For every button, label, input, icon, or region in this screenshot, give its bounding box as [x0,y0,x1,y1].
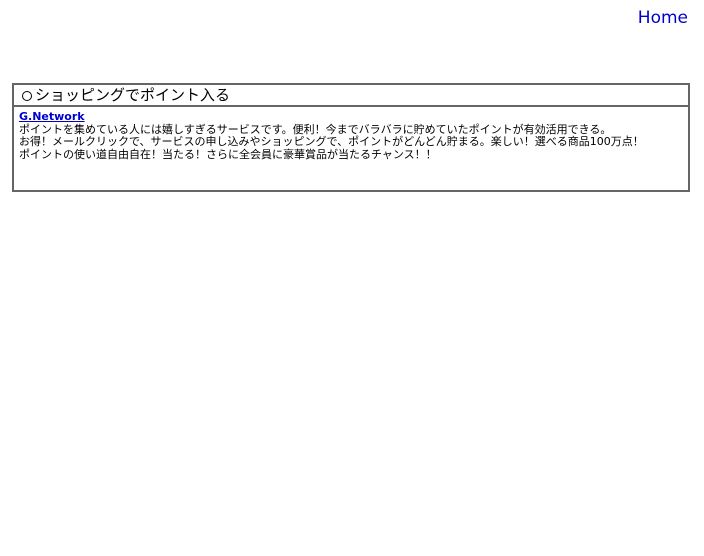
section-title: ショッピングでポイント入る [35,86,231,104]
network-name-link[interactable]: G.Network [19,110,85,123]
circle-bullet-icon [22,91,32,101]
home-link[interactable]: Home [637,8,688,28]
shopping-points-section: ショッピングでポイント入る G.Network ポイントを集めている人には嬉しす… [12,83,690,192]
section-header: ショッピングでポイント入る [14,85,688,107]
description-line-2: お得！メールクリックで、サービスの申し込みやショッピングで、ポイントがどんどん貯… [19,135,644,148]
description-line-3: ポイントの使い道自由自在！当たる！さらに全会員に豪華賞品が当たるチャンス！！ [19,147,437,161]
section-body: G.Network ポイントを集めている人には嬉しすぎるサービスです。便利！今ま… [14,107,688,190]
description-line-1: ポイントを集めている人には嬉しすぎるサービスです。便利！今までバラバラに貯めてい… [19,122,612,136]
